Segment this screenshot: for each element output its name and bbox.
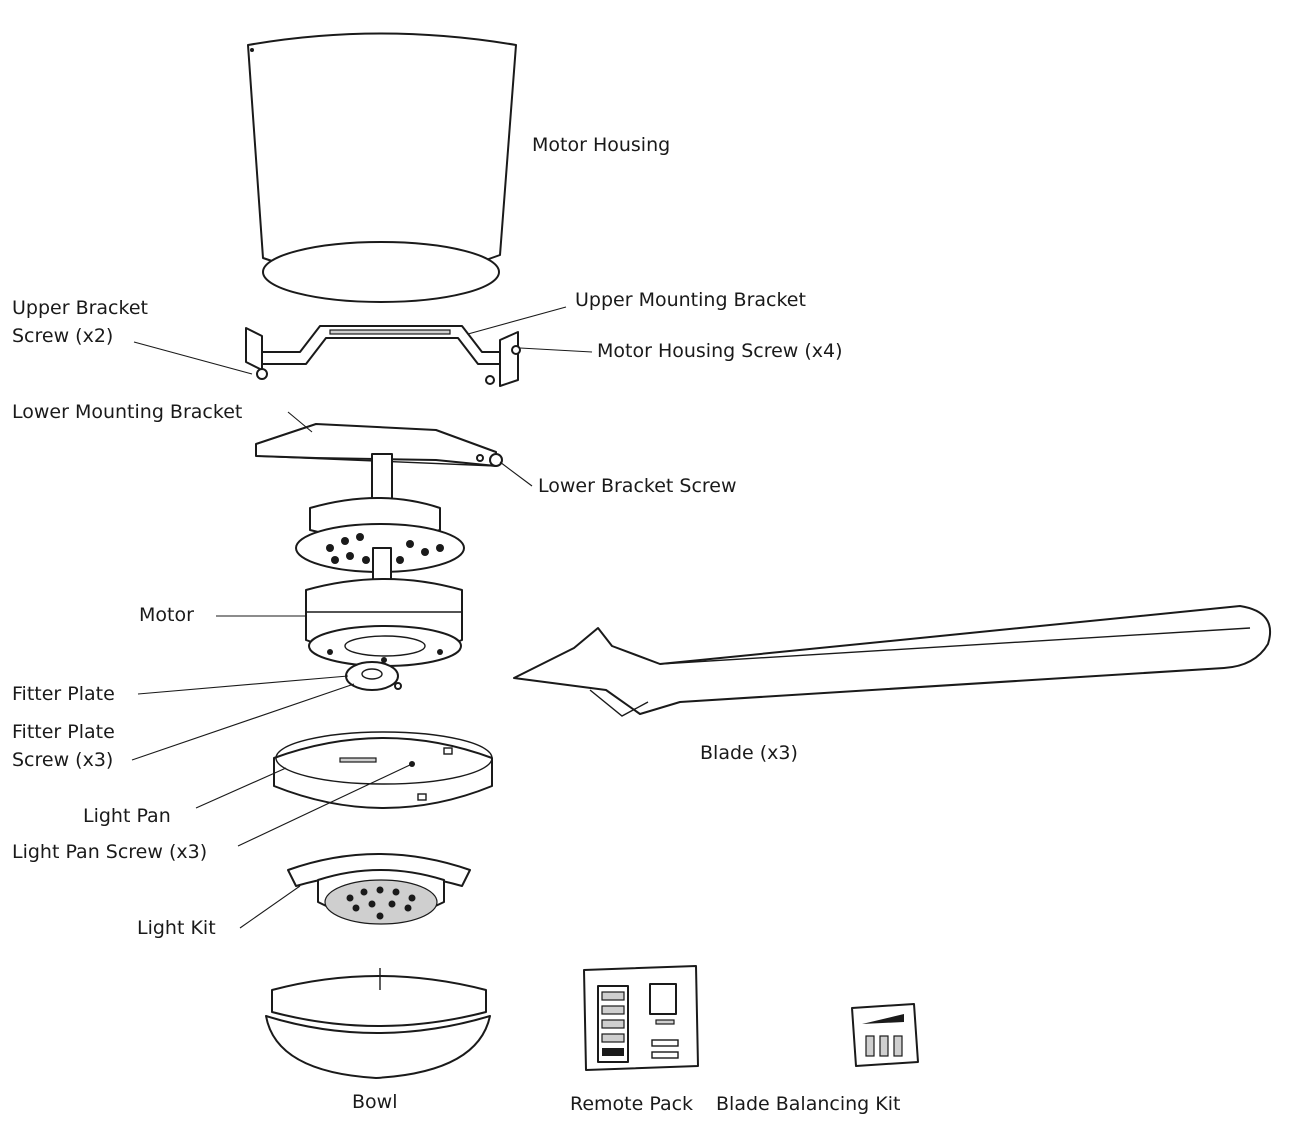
upper-bracket-screw-label-line1: Upper Bracket	[12, 297, 148, 319]
motor-part	[295, 453, 465, 667]
light-pan-part	[273, 731, 493, 809]
blade-label: Blade (x3)	[700, 742, 798, 764]
upper-bracket-screw-label-line2: Screw (x2)	[12, 325, 114, 347]
fitter-plate-screw-label-line1: Fitter Plate	[12, 721, 115, 743]
lower-bracket-screw-label: Lower Bracket Screw	[538, 475, 737, 497]
light-pan-label: Light Pan	[83, 805, 171, 827]
blade-balancing-kit-label: Blade Balancing Kit	[716, 1093, 901, 1115]
leader-lines	[131, 306, 593, 929]
motor-housing-screw-label: Motor Housing Screw (x4)	[597, 340, 843, 362]
light-kit-part	[287, 853, 471, 925]
upper-mounting-bracket-part	[245, 325, 521, 387]
motor-housing-part	[247, 32, 517, 303]
lower-mounting-bracket-label: Lower Mounting Bracket	[12, 401, 243, 423]
motor-label: Motor	[139, 604, 194, 626]
remote-pack-label: Remote Pack	[570, 1093, 694, 1115]
bowl-label: Bowl	[352, 1091, 398, 1113]
blade-balancing-kit-part	[851, 1003, 919, 1067]
fitter-plate-label: Fitter Plate	[12, 683, 115, 705]
fitter-plate-screw-label-line2: Screw (x3)	[12, 749, 114, 771]
motor-housing-label: Motor Housing	[532, 134, 671, 156]
upper-mounting-bracket-label: Upper Mounting Bracket	[575, 289, 806, 311]
light-kit-label: Light Kit	[137, 917, 216, 939]
remote-pack-part	[583, 965, 699, 1071]
blade-part	[513, 605, 1271, 717]
light-pan-screw-label: Light Pan Screw (x3)	[12, 841, 208, 863]
bowl-part	[265, 968, 491, 1079]
